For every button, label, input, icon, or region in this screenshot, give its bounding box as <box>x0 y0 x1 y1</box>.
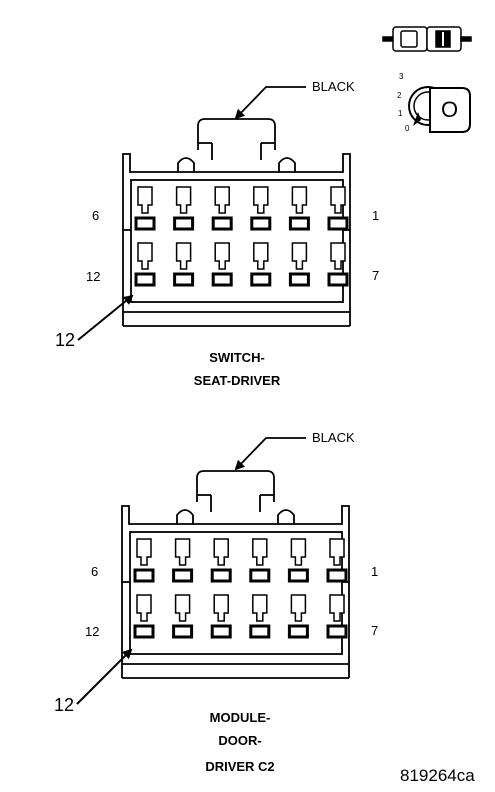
pin-label-1: 1 <box>371 564 378 579</box>
connector-name-line: SWITCH- <box>209 350 265 365</box>
pin-callout-arrow <box>77 294 134 341</box>
pin-cavity <box>134 242 156 287</box>
pin-cavity <box>173 242 195 287</box>
ignition-key-icon: 3 2 1 0 O <box>397 72 471 133</box>
wire-color-leader <box>234 437 306 471</box>
pin-cavity <box>287 538 309 583</box>
pin-cavity <box>211 186 233 231</box>
pin-cavity <box>249 538 271 583</box>
wire-color-label: BLACK <box>312 79 355 94</box>
pin-label-7: 7 <box>371 623 378 638</box>
pin-cavity <box>326 594 348 639</box>
pin-cavity <box>327 242 349 287</box>
pin-cavity <box>250 242 272 287</box>
pin-cavity <box>250 186 272 231</box>
pin-callout-arrow <box>76 648 133 705</box>
wire-color-label: BLACK <box>312 430 355 445</box>
pin-cavity <box>287 594 309 639</box>
pin-cavity <box>173 186 195 231</box>
ignition-pos-0: 0 <box>405 124 410 133</box>
pin-label-6: 6 <box>92 208 99 223</box>
pin-cavity <box>249 594 271 639</box>
wire-color-leader <box>234 86 306 120</box>
ignition-pos-1: 1 <box>398 109 403 118</box>
connector-name-line: DOOR- <box>218 733 261 748</box>
pin-cavity <box>133 594 155 639</box>
pin-label-12: 12 <box>86 269 100 284</box>
pin-cavity <box>288 186 310 231</box>
pin-label-7: 7 <box>372 268 379 283</box>
pin-callout-12: 12 <box>55 330 75 350</box>
figure-code: 819264ca <box>400 766 475 785</box>
pin-cavity <box>172 538 194 583</box>
pin-cavity <box>210 594 232 639</box>
pin-label-6: 6 <box>91 564 98 579</box>
connector-plug-icon <box>382 26 472 52</box>
pin-label-12: 12 <box>85 624 99 639</box>
pin-cavity <box>211 242 233 287</box>
connector-1-pins <box>134 186 349 287</box>
ignition-pos-3: 3 <box>399 72 404 81</box>
pin-cavity <box>327 186 349 231</box>
pin-label-1: 1 <box>372 208 379 223</box>
pin-cavity <box>210 538 232 583</box>
pin-cavity <box>133 538 155 583</box>
ignition-key-label: O <box>441 97 458 122</box>
pin-callout-12: 12 <box>54 695 74 715</box>
pin-cavity <box>172 594 194 639</box>
connector-name-line: DRIVER C2 <box>205 759 274 774</box>
connector-switch-seat-driver <box>122 118 351 327</box>
connector-name-line: SEAT-DRIVER <box>194 373 281 388</box>
connector-name-line: MODULE- <box>210 710 271 725</box>
connector-2-pins <box>133 538 348 639</box>
connector-module-door-driver-c2 <box>121 470 350 679</box>
ignition-pos-2: 2 <box>397 91 402 100</box>
pin-cavity <box>326 538 348 583</box>
pin-cavity <box>288 242 310 287</box>
pin-cavity <box>134 186 156 231</box>
